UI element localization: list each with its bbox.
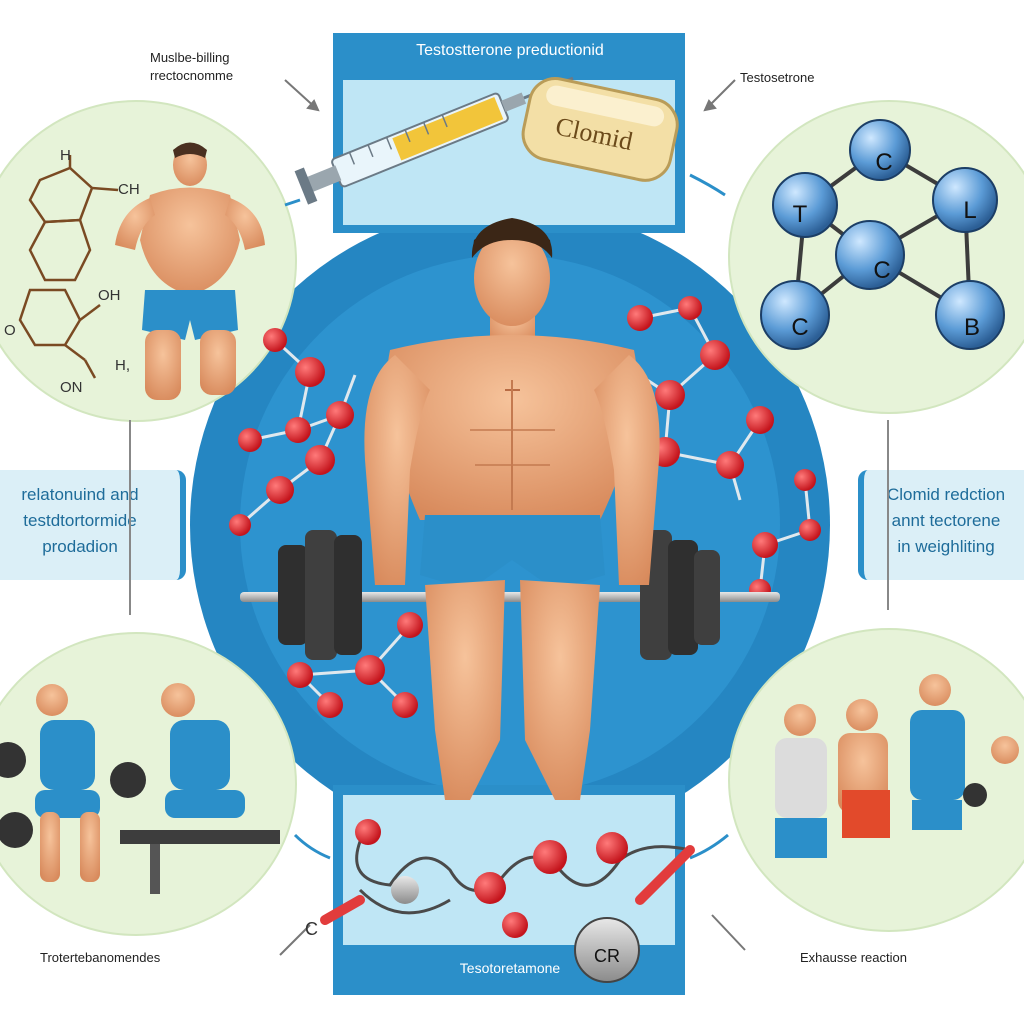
bottom-weight-label: CR bbox=[594, 946, 620, 966]
pointer-bottom-left bbox=[279, 924, 311, 956]
arrow-2 bbox=[689, 173, 726, 197]
molecule-atoms bbox=[760, 119, 1005, 350]
atom-label-1: C bbox=[875, 149, 892, 176]
top-left-label-line2: rrectocnomme bbox=[150, 68, 234, 83]
left-callout-line2: testdtortormide bbox=[23, 511, 137, 530]
atom-l bbox=[932, 167, 998, 233]
atom-c-bottom bbox=[760, 280, 830, 350]
atom-label-5: C bbox=[791, 314, 808, 341]
atom-label-6: B bbox=[964, 314, 980, 341]
bottom-left-label: Trotertebanomendes bbox=[40, 950, 161, 965]
right-callout-line1: Clomid redction bbox=[886, 485, 1006, 504]
pointer-arrows bbox=[279, 79, 746, 956]
bottom-right-label: Exhausse reaction bbox=[800, 950, 907, 965]
atom-label-3: L bbox=[963, 197, 976, 224]
arrow-1 bbox=[284, 198, 301, 207]
pointer-top-right-head bbox=[703, 99, 717, 112]
arrow-5 bbox=[293, 833, 331, 860]
atom-label-4: C bbox=[873, 257, 890, 284]
atom-label-2: T bbox=[793, 201, 808, 228]
central-bodybuilder bbox=[364, 218, 660, 800]
left-callout-line3: prodadion bbox=[42, 537, 118, 556]
clomid-capsule bbox=[521, 77, 679, 182]
left-callout-line1: relatonuind and bbox=[21, 485, 139, 504]
chem-o: O bbox=[4, 322, 16, 339]
bottom-atoms bbox=[355, 819, 640, 983]
bodybuilder-top-left bbox=[115, 142, 265, 400]
chem-oh: OH bbox=[98, 287, 121, 304]
bottom-panel-title: Tesotoretamone bbox=[459, 960, 561, 976]
chem-h2: H, bbox=[115, 357, 130, 374]
exercise-scene bbox=[0, 683, 280, 894]
barbell bbox=[240, 530, 780, 660]
bottom-c-label: C bbox=[305, 919, 318, 939]
pointer-top-left-head bbox=[306, 99, 320, 112]
chem-h: H bbox=[60, 147, 71, 164]
atom-c-top bbox=[849, 119, 911, 181]
chemical-structure bbox=[18, 155, 119, 379]
right-callout bbox=[858, 470, 1024, 580]
top-left-label-line1: Muslbe-billing bbox=[150, 50, 230, 65]
atom-c-center bbox=[835, 220, 905, 290]
bottom-red-rod-left bbox=[320, 895, 365, 925]
top-right-label: Testosetrone bbox=[740, 70, 815, 85]
group-scene bbox=[775, 674, 1019, 858]
flow-arrows bbox=[129, 173, 889, 860]
atom-t bbox=[772, 172, 838, 238]
chem-ch: CH bbox=[118, 181, 140, 198]
pointer-bottom-right bbox=[711, 914, 746, 951]
bottom-red-rod bbox=[635, 845, 695, 905]
top-panel-title: Testostterone preductionid bbox=[416, 42, 604, 59]
right-callout-line2: annt tectorene bbox=[891, 511, 1001, 530]
left-callout bbox=[0, 470, 186, 580]
arrow-6 bbox=[689, 833, 729, 860]
right-callout-line3: in weighliting bbox=[897, 537, 995, 556]
atom-b bbox=[935, 280, 1005, 350]
chem-on: ON bbox=[60, 379, 83, 396]
